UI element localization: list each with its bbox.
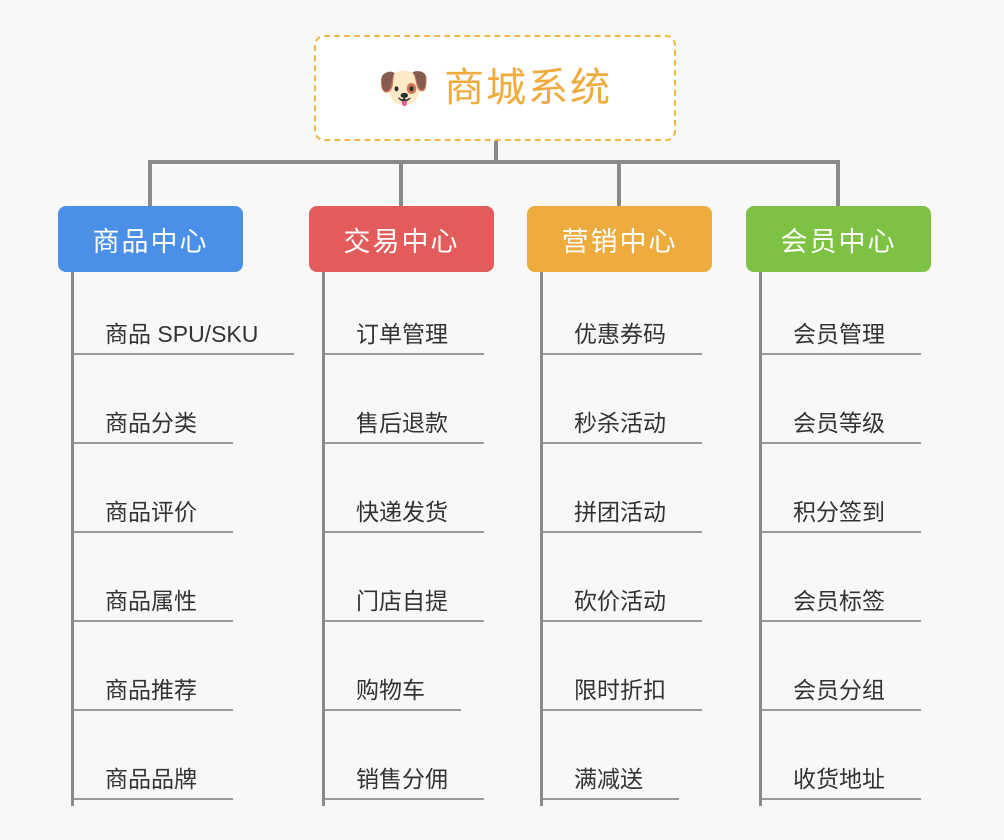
list-item[interactable]: 商品评价 — [74, 450, 288, 539]
root-title: 商城系统 — [444, 66, 613, 110]
list-item[interactable]: 快递发货 — [325, 450, 521, 539]
list-item[interactable]: 积分签到 — [762, 450, 958, 539]
connector-horizontal-bus — [150, 160, 838, 164]
list-item-label: 商品 SPU/SKU — [74, 321, 295, 355]
list-item[interactable]: 拼团活动 — [543, 450, 739, 539]
list-item[interactable]: 商品属性 — [74, 539, 288, 628]
category-header-marketing-center[interactable]: 营销中心 — [527, 206, 712, 272]
list-item-label: 购物车 — [325, 677, 461, 711]
list-item-label: 会员管理 — [762, 321, 921, 355]
list-item[interactable]: 商品推荐 — [74, 628, 288, 717]
list-item-label: 砍价活动 — [543, 588, 702, 622]
connector-drop-member-center — [836, 160, 840, 208]
list-item-label: 订单管理 — [325, 321, 484, 355]
branch-product-center: 商品中心 商品 SPU/SKU 商品分类 商品评价 商品属性 商品推荐 商品品牌 — [58, 206, 295, 806]
list-item-label: 会员标签 — [762, 588, 921, 622]
connector-drop-product-center — [148, 160, 152, 208]
list-item[interactable]: 购物车 — [325, 628, 521, 717]
list-item[interactable]: 销售分佣 — [325, 717, 521, 806]
list-item[interactable]: 限时折扣 — [543, 628, 739, 717]
connector-drop-marketing-center — [617, 160, 621, 208]
list-item[interactable]: 门店自提 — [325, 539, 521, 628]
branch-marketing-center: 营销中心 优惠券码 秒杀活动 拼团活动 砍价活动 限时折扣 满减送 — [527, 206, 739, 806]
list-item[interactable]: 售后退款 — [325, 361, 521, 450]
list-item-label: 快递发货 — [325, 499, 484, 533]
list-item[interactable]: 商品 SPU/SKU — [74, 272, 295, 361]
list-item-label: 售后退款 — [325, 410, 484, 444]
list-item[interactable]: 砍价活动 — [543, 539, 739, 628]
list-item-label: 商品评价 — [74, 499, 233, 533]
list-item-label: 拼团活动 — [543, 499, 702, 533]
list-item[interactable]: 商品品牌 — [74, 717, 288, 806]
branch-member-center: 会员中心 会员管理 会员等级 积分签到 会员标签 会员分组 收货地址 — [746, 206, 958, 806]
list-item[interactable]: 满减送 — [543, 717, 739, 806]
list-item-label: 商品分类 — [74, 410, 233, 444]
list-item-label: 秒杀活动 — [543, 410, 702, 444]
leaf-list-trade-center: 订单管理 售后退款 快递发货 门店自提 购物车 销售分佣 — [322, 272, 521, 806]
list-item[interactable]: 会员等级 — [762, 361, 958, 450]
category-header-member-center[interactable]: 会员中心 — [746, 206, 931, 272]
list-item[interactable]: 秒杀活动 — [543, 361, 739, 450]
shiba-dog-face-icon: 🐶 — [377, 64, 431, 111]
list-item-label: 收货地址 — [762, 766, 921, 800]
list-item-label: 销售分佣 — [325, 766, 484, 800]
list-item[interactable]: 商品分类 — [74, 361, 288, 450]
list-item[interactable]: 会员管理 — [762, 272, 958, 361]
root-node[interactable]: 🐶 商城系统 — [314, 35, 676, 141]
leaf-list-marketing-center: 优惠券码 秒杀活动 拼团活动 砍价活动 限时折扣 满减送 — [540, 272, 739, 806]
branch-trade-center: 交易中心 订单管理 售后退款 快递发货 门店自提 购物车 销售分佣 — [309, 206, 521, 806]
category-header-product-center[interactable]: 商品中心 — [58, 206, 243, 272]
list-item-label: 优惠券码 — [543, 321, 702, 355]
list-item-label: 商品推荐 — [74, 677, 233, 711]
list-item-label: 会员分组 — [762, 677, 921, 711]
list-item-label: 满减送 — [543, 766, 679, 800]
leaf-list-member-center: 会员管理 会员等级 积分签到 会员标签 会员分组 收货地址 — [759, 272, 958, 806]
connector-drop-trade-center — [399, 160, 403, 208]
list-item[interactable]: 会员分组 — [762, 628, 958, 717]
list-item[interactable]: 会员标签 — [762, 539, 958, 628]
category-header-trade-center[interactable]: 交易中心 — [309, 206, 494, 272]
list-item-label: 会员等级 — [762, 410, 921, 444]
list-item-label: 限时折扣 — [543, 677, 702, 711]
list-item[interactable]: 订单管理 — [325, 272, 521, 361]
list-item-label: 商品品牌 — [74, 766, 233, 800]
connector-root-stem — [494, 141, 498, 162]
list-item-label: 门店自提 — [325, 588, 484, 622]
leaf-list-product-center: 商品 SPU/SKU 商品分类 商品评价 商品属性 商品推荐 商品品牌 — [71, 272, 295, 806]
list-item-label: 商品属性 — [74, 588, 233, 622]
list-item-label: 积分签到 — [762, 499, 921, 533]
list-item[interactable]: 收货地址 — [762, 717, 958, 806]
list-item[interactable]: 优惠券码 — [543, 272, 739, 361]
